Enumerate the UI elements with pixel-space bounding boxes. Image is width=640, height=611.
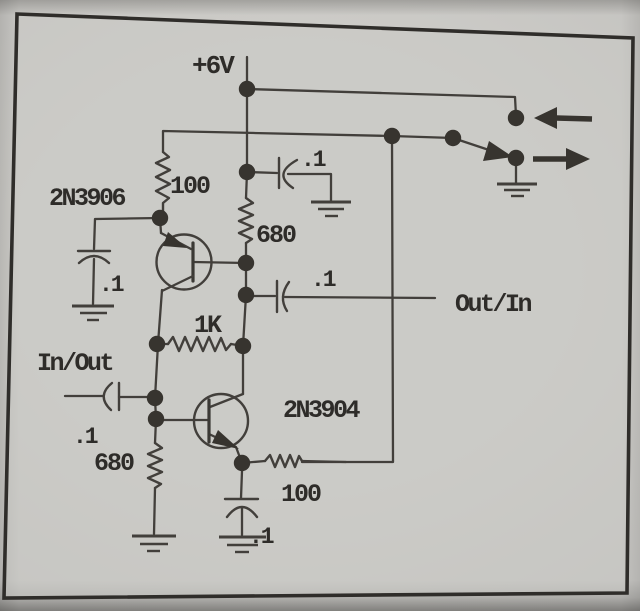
emitter-cap-ground: [219, 535, 266, 554]
output-wire: [283, 295, 437, 300]
junction-dot: [146, 389, 164, 407]
lower-res-ground-wire: [152, 486, 157, 536]
resistor-1k-label: 1K: [194, 311, 222, 340]
supply-voltage-label: +6V: [192, 51, 235, 81]
in-arrow-shaft: [555, 115, 593, 122]
junction-dot: [148, 335, 166, 353]
cap-curved-plate: [282, 158, 299, 190]
input-coupling-capacitor: [102, 381, 121, 412]
pnp-cap-wire: [92, 216, 162, 251]
transistor-2n3904: [192, 392, 250, 450]
emitter-cap-lead: [239, 469, 244, 500]
cap-curved-plate: [225, 505, 259, 519]
transistor-2n3906: [155, 231, 213, 293]
cap-curved-plate: [77, 254, 111, 265]
junction-dot: [237, 286, 255, 304]
cap-curved-plate: [102, 381, 114, 412]
resistor-680-top-zigzag: [237, 196, 255, 245]
top-rail-wire: [245, 87, 518, 118]
pnp-body-circle: [155, 233, 213, 291]
cap-curved-plate: [281, 280, 291, 313]
pnp-emitter-arrow: [163, 232, 187, 248]
resistor-680-bottom-zigzag: [146, 441, 164, 490]
junction-dot: [151, 209, 169, 227]
resistor-680-bottom-label: 680: [94, 449, 134, 478]
npn-body-circle: [192, 392, 250, 450]
junction-dot: [383, 127, 401, 145]
switch-blade-arrowhead: [483, 141, 513, 161]
pnp-cap-ground: [72, 304, 114, 322]
pnp-ref-label: 2N3906: [49, 184, 126, 213]
second-rail-wire: [161, 129, 455, 154]
npn-collector-lead: [208, 392, 245, 409]
switch-ground: [497, 182, 537, 198]
pnp-cap-ground-wire: [91, 257, 96, 306]
resistor-680-top-label: 680: [256, 221, 296, 250]
resistor-1k-zigzag: [166, 335, 233, 353]
emitter-cap-value-label: .1: [249, 524, 274, 550]
junction-dot: [234, 337, 252, 355]
junction-dot: [237, 254, 255, 272]
ground-symbols: [72, 182, 537, 554]
base-resistor-ground: [132, 534, 176, 553]
wires: [63, 55, 518, 537]
bypass-cap-ground: [311, 200, 351, 218]
center-rail-upper: [244, 87, 249, 200]
bypass-cap-lead-right: [286, 172, 333, 203]
output-cap-value-label: .1: [311, 267, 336, 293]
switch-lower-contact: [507, 149, 525, 167]
pnp-cap-value-label: .1: [99, 272, 124, 298]
junction-dots: [146, 80, 525, 472]
in-arrow-head: [534, 107, 557, 129]
pnp-base-bypass-capacitor: [76, 249, 112, 265]
out-arrow-head: [566, 148, 590, 170]
bypass-cap-value-label: .1: [301, 147, 326, 173]
junction-dot: [238, 163, 256, 181]
npn-emitter-arrow: [212, 430, 239, 449]
pnp-base-wire: [191, 260, 248, 265]
emitter-res-lead-right: [300, 459, 348, 464]
output-coupling-capacitor: [275, 279, 291, 314]
supply-bypass-capacitor: [277, 156, 299, 190]
junction-dot: [233, 454, 251, 472]
port-in-out-label: In/Out: [37, 349, 113, 378]
input-cap-value-label: .1: [73, 424, 98, 450]
switch-common-contact: [444, 129, 462, 147]
left-rail-wire: [153, 288, 164, 421]
resistor-100-top-label: 100: [170, 172, 210, 201]
labels: +6V 2N3906 2N3904 100 680 1K 680 100 .1 …: [37, 51, 534, 550]
junction-dot: [238, 80, 256, 98]
resistors: [146, 150, 304, 490]
port-out-in-label: Out/In: [455, 290, 532, 319]
junction-dot: [147, 410, 165, 428]
io-selector-switch: [483, 107, 593, 170]
capacitors: [76, 156, 299, 519]
resistor-100-top-zigzag: [154, 150, 172, 220]
pnp-collector-inner-lead: [160, 274, 195, 293]
switch-upper-contact: [507, 109, 525, 127]
npn-ref-label: 2N3904: [283, 396, 361, 425]
npn-emitter-bypass-capacitor: [223, 497, 260, 519]
resistor-100-bottom-zigzag: [263, 453, 304, 469]
resistor-100-bottom-label: 100: [281, 480, 321, 509]
